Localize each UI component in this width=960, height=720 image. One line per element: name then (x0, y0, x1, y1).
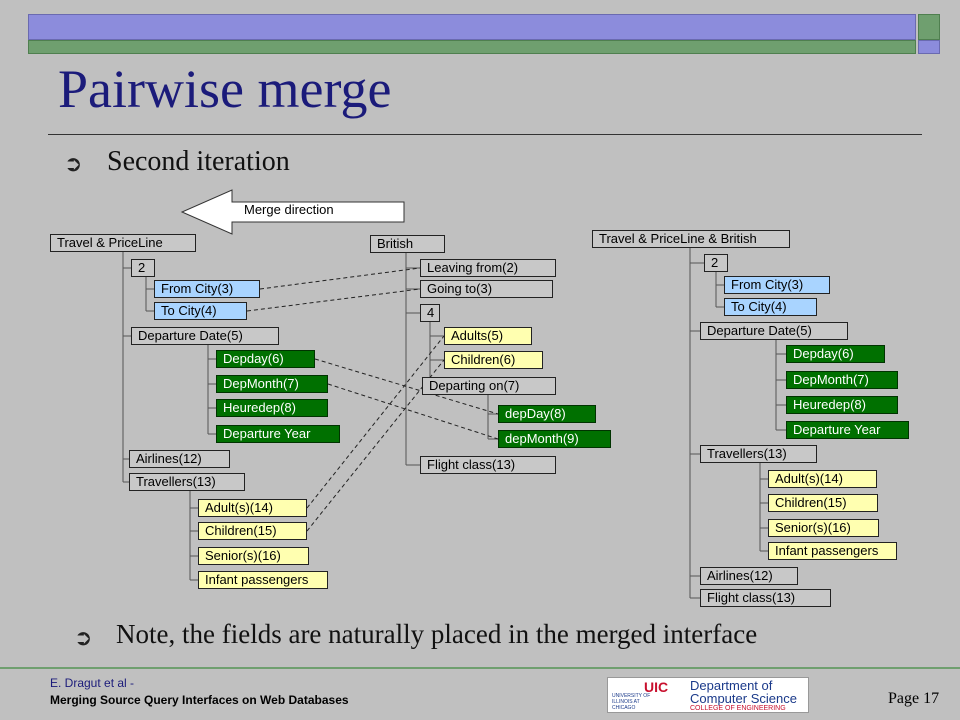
left-infant-passengers: Infant passengers (198, 571, 328, 589)
middle-leaving-from: Leaving from(2) (420, 259, 556, 277)
merge-direction-arrow (180, 189, 405, 235)
uic-logo-mark: UIC (644, 679, 669, 695)
curved-arrow-bullet-icon: ➲ (74, 626, 93, 651)
right-seniors: Senior(s)(16) (768, 519, 879, 537)
right-travellers: Travellers(13) (700, 445, 817, 463)
middle-root: British (370, 235, 445, 253)
curved-arrow-bullet-icon: ➲ (64, 152, 83, 177)
middle-depday: depDay(8) (498, 405, 596, 423)
uic-logo: UIC UNIVERSITY OF ILLINOIS AT CHICAGO De… (607, 677, 809, 713)
left-travellers: Travellers(13) (129, 473, 245, 491)
left-adults: Adult(s)(14) (198, 499, 307, 517)
bullet-second-iteration: Second iteration (107, 146, 290, 177)
right-departure-date: Departure Date(5) (700, 322, 848, 340)
header-bar-top (28, 14, 916, 40)
right-from-city: From City(3) (724, 276, 830, 294)
match-lines (246, 267, 499, 532)
right-adults: Adult(s)(14) (768, 470, 877, 488)
right-group-2: 2 (704, 254, 728, 272)
uic-logo-college: COLLEGE OF ENGINEERING (690, 705, 786, 712)
right-flight-class: Flight class(13) (700, 589, 831, 607)
right-infant-passengers: Infant passengers (768, 542, 897, 560)
left-to-city: To City(4) (154, 302, 247, 320)
page-number: Page 17 (888, 690, 940, 707)
middle-departing-on: Departing on(7) (422, 377, 556, 395)
left-seniors: Senior(s)(16) (198, 547, 309, 565)
left-root: Travel & PriceLine (50, 234, 196, 252)
left-from-city: From City(3) (154, 280, 260, 298)
right-depmonth: DepMonth(7) (786, 371, 898, 389)
uic-logo-dept-line2: Computer Science (690, 691, 797, 706)
middle-going-to: Going to(3) (420, 280, 553, 298)
middle-group-4: 4 (420, 304, 440, 322)
right-children: Children(15) (768, 494, 878, 512)
middle-children: Children(6) (444, 351, 543, 369)
right-airlines: Airlines(12) (700, 567, 798, 585)
header-bar-bottom (28, 40, 916, 54)
right-to-city: To City(4) (724, 298, 817, 316)
merge-direction-label: Merge direction (244, 202, 334, 217)
left-children: Children(15) (198, 522, 307, 540)
middle-adults: Adults(5) (444, 327, 532, 345)
right-departure-year: Departure Year (786, 421, 909, 439)
left-depmonth: DepMonth(7) (216, 375, 328, 393)
footer-subtitle: Merging Source Query Interfaces on Web D… (50, 693, 349, 707)
slide-title: Pairwise merge (58, 59, 392, 119)
title-rule (48, 134, 922, 135)
left-departure-date: Departure Date(5) (131, 327, 279, 345)
left-depday: Depday(6) (216, 350, 315, 368)
left-airlines: Airlines(12) (129, 450, 230, 468)
header-square-top (918, 14, 940, 40)
footer-rule (0, 667, 960, 669)
middle-flight-class: Flight class(13) (420, 456, 556, 474)
left-group-2: 2 (131, 259, 155, 277)
right-depday: Depday(6) (786, 345, 885, 363)
right-heuredep: Heuredep(8) (786, 396, 898, 414)
header-square-bottom (918, 40, 940, 54)
uic-logo-dept-line1: Department of (690, 678, 773, 693)
left-heuredep: Heuredep(8) (216, 399, 328, 417)
middle-depmonth: depMonth(9) (498, 430, 611, 448)
uic-logo-university: UNIVERSITY OF ILLINOIS AT CHICAGO (612, 693, 651, 711)
bullet-note: Note, the fields are naturally placed in… (116, 619, 758, 649)
right-root: Travel & PriceLine & British (592, 230, 790, 248)
footer-author: E. Dragut et al - (50, 676, 135, 690)
left-departure-year: Departure Year (216, 425, 340, 443)
